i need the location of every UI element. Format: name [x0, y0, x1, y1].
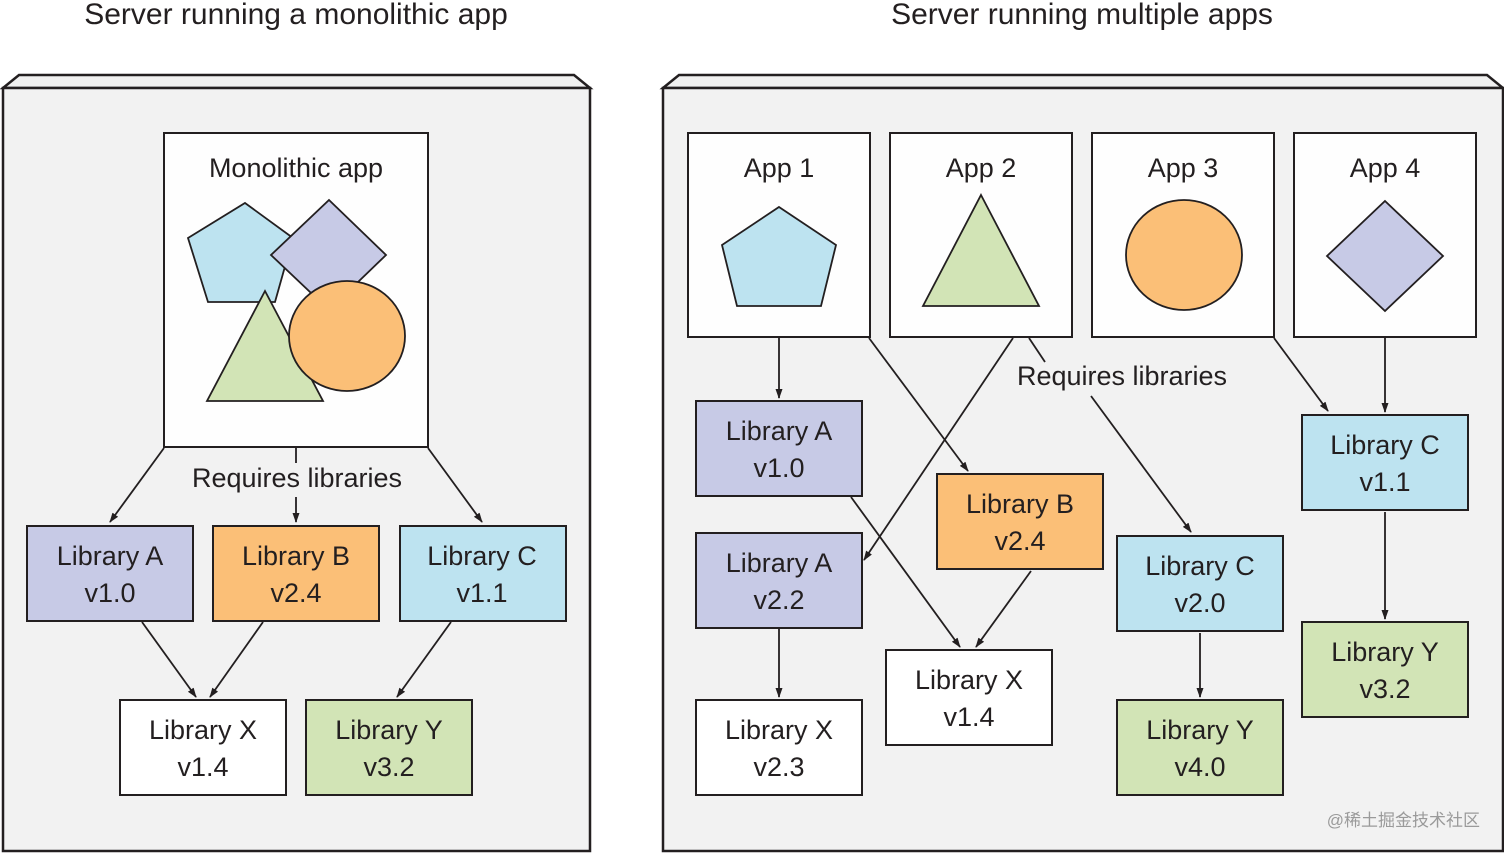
- arrow-app2-to-lib-c-v2-part1: [1028, 337, 1046, 363]
- arrow-lib-c-to-lib-y: [396, 621, 452, 698]
- arrow-app1-to-lib-b: [868, 337, 969, 472]
- left-server: Monolithic app Requires libraries Librar…: [0, 73, 594, 853]
- right-library-y-v4: Library Y v4.0: [1116, 699, 1284, 796]
- triangle-shape: [921, 193, 1041, 307]
- library-name: Library A: [57, 541, 164, 571]
- app-2-label: App 2: [946, 153, 1017, 183]
- app-4-box: App 4: [1293, 132, 1477, 338]
- library-name: Library X: [915, 665, 1023, 695]
- circle-shape: [1125, 199, 1243, 311]
- library-version: v2.3: [753, 752, 804, 782]
- right-library-b: Library B v2.4: [936, 473, 1104, 570]
- right-server: App 1 App 2 App 3 App 4 Requires librari…: [659, 73, 1504, 853]
- left-library-b: Library B v2.4: [212, 525, 380, 622]
- library-name: Library B: [242, 541, 350, 571]
- right-library-c-v1: Library C v1.1: [1301, 414, 1469, 511]
- right-library-a-v2: Library A v2.2: [695, 532, 863, 629]
- arrow-lib-a-v1-to-lib-x-v14: [850, 496, 961, 648]
- library-version: v4.0: [1174, 752, 1225, 782]
- arrow-app2-to-lib-a-v2: [863, 337, 1014, 561]
- app-3-label: App 3: [1148, 153, 1219, 183]
- right-library-y-v32: Library Y v3.2: [1301, 621, 1469, 718]
- pentagon-shape: [720, 205, 838, 307]
- app-2-box: App 2: [889, 132, 1073, 338]
- left-server-top: [0, 73, 594, 90]
- library-name: Library X: [149, 715, 257, 745]
- right-server-top: [659, 73, 1504, 90]
- library-version: v1.0: [753, 453, 804, 483]
- library-name: Library C: [1330, 430, 1440, 460]
- library-version: v1.4: [177, 752, 228, 782]
- right-panel-title: Server running multiple apps: [891, 0, 1273, 31]
- app-3-box: App 3: [1091, 132, 1275, 338]
- library-version: v1.1: [456, 578, 507, 608]
- app-1-label: App 1: [744, 153, 815, 183]
- monolithic-app-label: Monolithic app: [209, 153, 383, 183]
- app-4-label: App 4: [1350, 153, 1421, 183]
- library-version: v2.0: [1174, 588, 1225, 618]
- left-library-a: Library A v1.0: [26, 525, 194, 622]
- left-library-x: Library X v1.4: [119, 699, 287, 796]
- circle-shape: [288, 280, 406, 392]
- library-name: Library C: [1145, 551, 1255, 581]
- arrow-app3-to-lib-c-v1: [1273, 337, 1329, 412]
- library-version: v1.0: [84, 578, 135, 608]
- left-panel-title: Server running a monolithic app: [84, 0, 508, 31]
- library-name: Library X: [725, 715, 833, 745]
- diamond-shape: [1325, 199, 1445, 313]
- library-version: v1.1: [1359, 467, 1410, 497]
- arrow-lib-a-to-lib-x: [141, 621, 197, 698]
- library-name: Library Y: [335, 715, 443, 745]
- pentagon-shape: [186, 201, 295, 303]
- library-version: v3.2: [363, 752, 414, 782]
- arrow-lib-b-to-lib-x-v14: [975, 570, 1032, 648]
- library-name: Library C: [427, 541, 537, 571]
- arrow-app2-to-lib-c-v2: [1090, 395, 1192, 533]
- right-library-x-v23: Library X v2.3: [695, 699, 863, 796]
- right-requires-libraries-label: Requires libraries: [1017, 361, 1227, 391]
- library-version: v2.4: [994, 526, 1045, 556]
- library-name: Library A: [726, 416, 833, 446]
- right-library-a-v1: Library A v1.0: [695, 400, 863, 497]
- library-name: Library Y: [1146, 715, 1254, 745]
- arrow-app-to-lib-c: [427, 447, 483, 523]
- left-library-c: Library C v1.1: [399, 525, 567, 622]
- library-name: Library A: [726, 548, 833, 578]
- right-library-c-v2: Library C v2.0: [1116, 535, 1284, 632]
- arrow-app-to-lib-a: [109, 447, 165, 523]
- library-version: v2.4: [270, 578, 321, 608]
- library-name: Library Y: [1331, 637, 1439, 667]
- left-requires-libraries-label: Requires libraries: [192, 463, 402, 493]
- watermark: @稀土掘金技术社区: [1327, 811, 1480, 830]
- right-library-x-v14: Library X v1.4: [885, 649, 1053, 746]
- library-version: v1.4: [943, 702, 994, 732]
- arrow-lib-b-to-lib-x: [209, 621, 264, 698]
- library-version: v3.2: [1359, 674, 1410, 704]
- left-library-y: Library Y v3.2: [305, 699, 473, 796]
- library-version: v2.2: [753, 585, 804, 615]
- library-name: Library B: [966, 489, 1074, 519]
- app-1-box: App 1: [687, 132, 871, 338]
